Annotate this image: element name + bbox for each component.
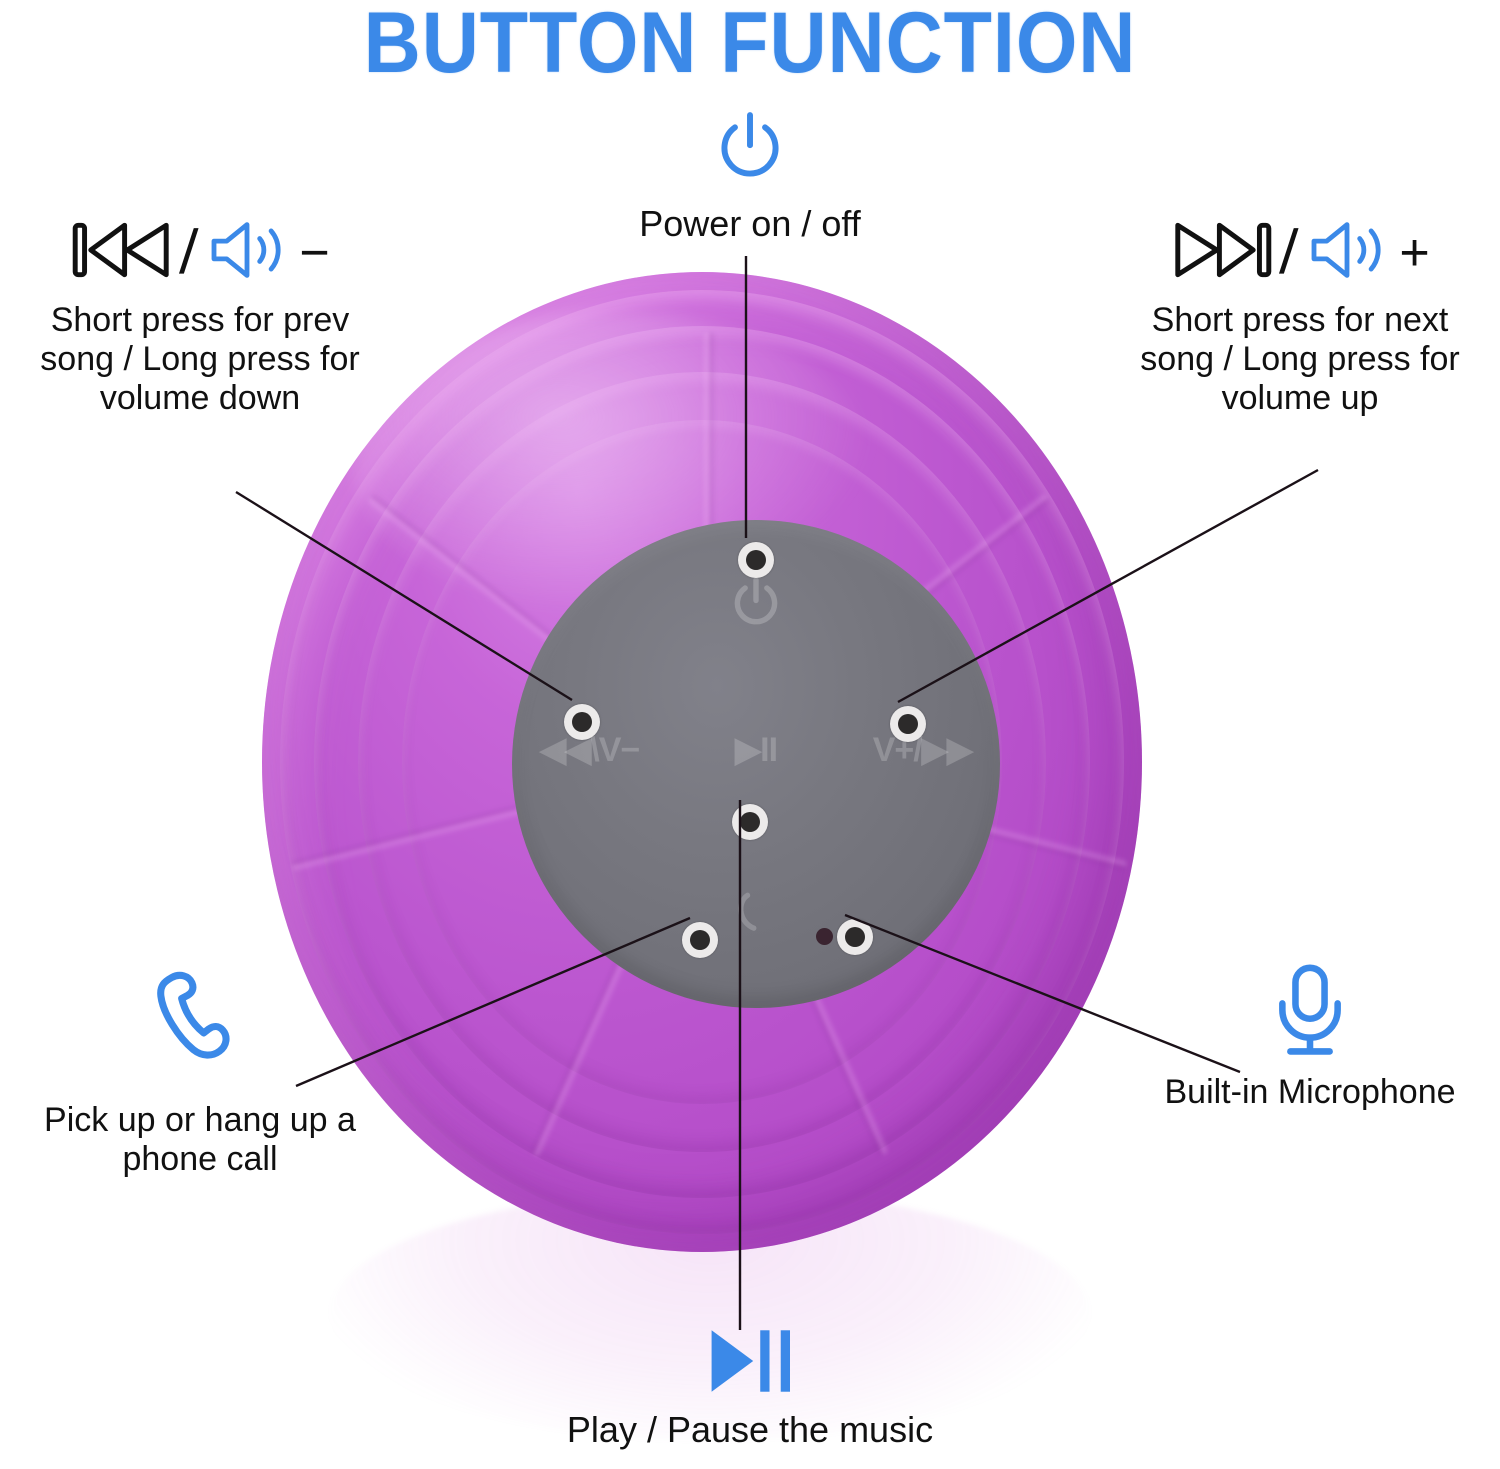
next-track-icon xyxy=(1170,214,1274,291)
power-icon-row xyxy=(470,106,1030,195)
speaker-volume-icon xyxy=(203,217,291,288)
callout-play-pause: Play / Pause the music xyxy=(460,1324,1040,1450)
next-volume-up-button-marker[interactable] xyxy=(890,706,926,742)
callout-microphone-label: Built-in Microphone xyxy=(1164,1073,1456,1111)
previous-volume-down-button-marker[interactable] xyxy=(564,704,600,740)
microphone-hole xyxy=(816,928,833,945)
plus-sign: + xyxy=(1399,223,1430,282)
callout-power: Power on / off xyxy=(470,106,1030,244)
minus-sign: − xyxy=(299,223,330,282)
callout-play-label: Play / Pause the music xyxy=(566,1409,934,1450)
panel-button-labels: ◀◀\V− ▶II V+/▶▶ xyxy=(512,730,1000,770)
callout-next-label: Short press for next song / Long press f… xyxy=(1140,301,1460,418)
panel-label-play-pause: ▶II xyxy=(734,731,778,769)
speaker-volume-icon xyxy=(1303,217,1391,288)
slash-separator: / xyxy=(1278,217,1300,287)
panel-power-icon xyxy=(725,572,787,639)
microphone-icon-row xyxy=(1120,962,1500,1063)
callout-microphone: Built-in Microphone xyxy=(1120,962,1500,1112)
microphone-marker[interactable] xyxy=(837,919,873,955)
callout-power-label: Power on / off xyxy=(639,203,861,244)
callout-next-volume-up: / + Short press for next song / Long pre… xyxy=(1100,214,1500,418)
power-icon xyxy=(708,106,792,195)
callout-phone-label: Pick up or hang up a phone call xyxy=(44,1101,356,1179)
phone-call-button-marker[interactable] xyxy=(682,922,718,958)
play-pause-icon xyxy=(702,1324,798,1403)
play-pause-button-marker[interactable] xyxy=(732,804,768,840)
panel-phone-icon xyxy=(727,882,785,945)
phone-icon-row xyxy=(0,971,400,1087)
callout-previous-volume-down: / − Short press for prev song / Long pre… xyxy=(0,214,400,418)
callout-phone-call: Pick up or hang up a phone call xyxy=(0,971,400,1179)
phone-handset-icon xyxy=(130,961,269,1098)
power-button-marker[interactable] xyxy=(738,542,774,578)
prev-icon-row: / − xyxy=(0,214,400,291)
callout-previous-label: Short press for prev song / Long press f… xyxy=(40,301,360,418)
next-icon-row: / + xyxy=(1100,214,1500,291)
control-panel: ◀◀\V− ▶II V+/▶▶ xyxy=(512,520,1000,1008)
panel-label-volup-next: V+/▶▶ xyxy=(872,731,973,769)
microphone-icon xyxy=(1270,962,1350,1063)
previous-track-icon xyxy=(70,214,174,291)
play-pause-icon-row xyxy=(460,1324,1040,1403)
slash-separator: / xyxy=(178,217,200,287)
page-title: BUTTON FUNCTION xyxy=(363,0,1137,91)
